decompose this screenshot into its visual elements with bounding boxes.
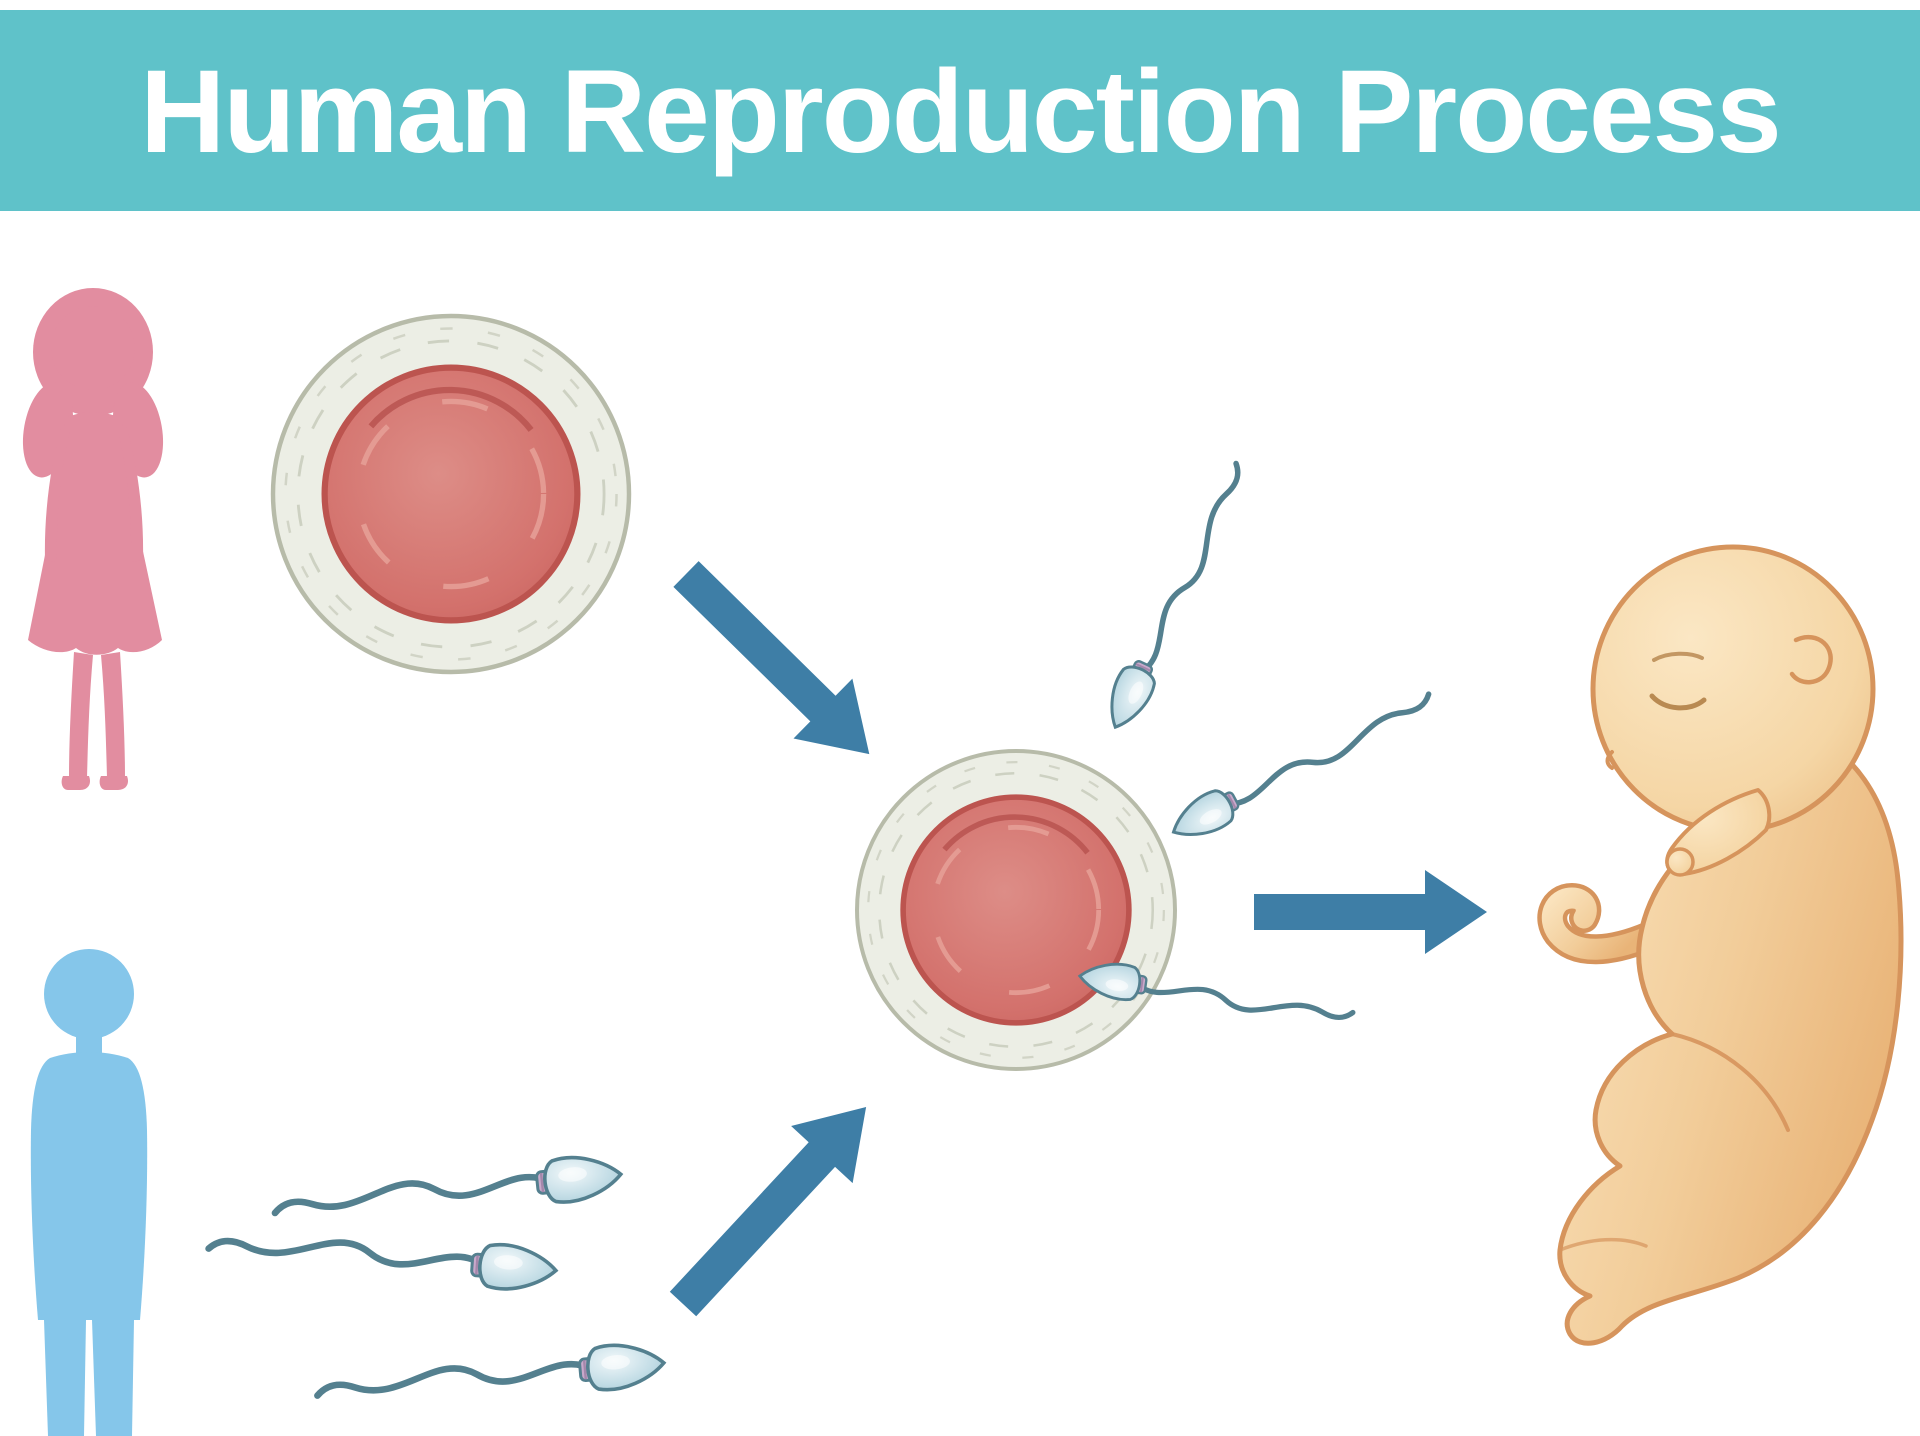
sperm-cell	[207, 1224, 557, 1292]
female-silhouette	[22, 288, 164, 790]
male-silhouette	[30, 949, 148, 1436]
fetus-eye-icon	[1649, 693, 1707, 711]
fetus-ear-icon	[1789, 634, 1833, 685]
sperm-cells-group	[207, 1152, 666, 1415]
fetus-body	[1557, 727, 1904, 1346]
arrow-sperm-to-fertilization	[669, 1106, 867, 1317]
fetus	[1537, 544, 1904, 1346]
fetus-hand	[1665, 847, 1695, 877]
fertilization-egg	[857, 751, 1175, 1069]
arrow-egg-to-fertilization	[673, 561, 870, 755]
fetus-head	[1590, 544, 1876, 834]
sperm-cell	[1165, 680, 1438, 848]
sperm-cell	[315, 1341, 666, 1415]
title-banner: Human Reproduction Process	[0, 10, 1920, 211]
umbilical-cord	[1537, 883, 1665, 965]
sperm-cell	[1099, 457, 1255, 735]
sperm-cell	[272, 1152, 623, 1232]
egg-cell	[273, 316, 629, 672]
page-title: Human Reproduction Process	[140, 46, 1780, 178]
arrow-fertilization-to-fetus	[1254, 870, 1487, 954]
